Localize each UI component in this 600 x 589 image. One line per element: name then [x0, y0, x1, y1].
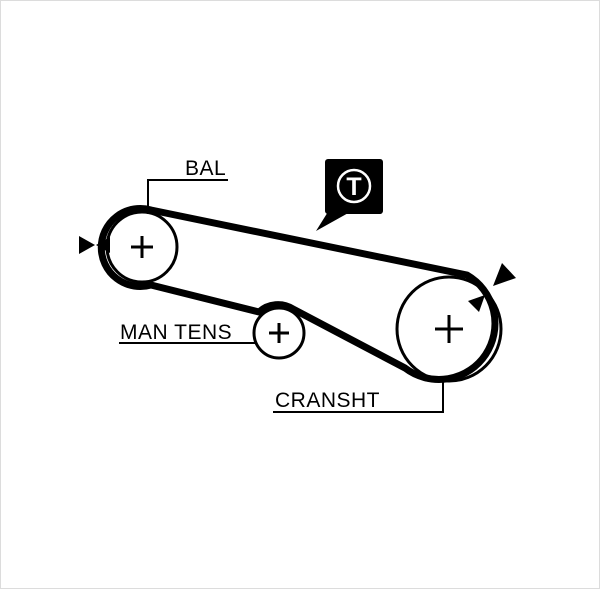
crankshaft-pulley: [395, 275, 503, 383]
crankshaft-center-mark: [435, 315, 463, 343]
t-badge-circle-icon: [336, 168, 372, 204]
tensioner-label: MAN TENS: [120, 321, 232, 344]
crankshaft-alignment-marks: [468, 263, 516, 312]
timing-belt: [97, 205, 499, 383]
balancer-label: BAL: [185, 157, 226, 180]
tensioner-center-mark: [269, 323, 289, 343]
balancer-alignment-marks: [79, 236, 110, 254]
balancer-center-mark: [131, 236, 153, 258]
balancer-leader-line: [147, 179, 228, 214]
alignment-arrow-crank-inner-icon: [468, 295, 485, 312]
tensioner-pulley: [252, 306, 306, 360]
t-badge: T: [316, 159, 383, 231]
t-badge-background: [325, 159, 383, 214]
alignment-arrow-left-inner-icon: [96, 237, 110, 253]
crankshaft-leader-line: [273, 382, 444, 413]
alignment-arrow-left-outer-icon: [79, 236, 95, 254]
t-badge-label: T: [346, 173, 361, 201]
alignment-arrow-crank-outer-icon: [493, 263, 516, 286]
crankshaft-label: CRANSHT: [275, 389, 380, 412]
